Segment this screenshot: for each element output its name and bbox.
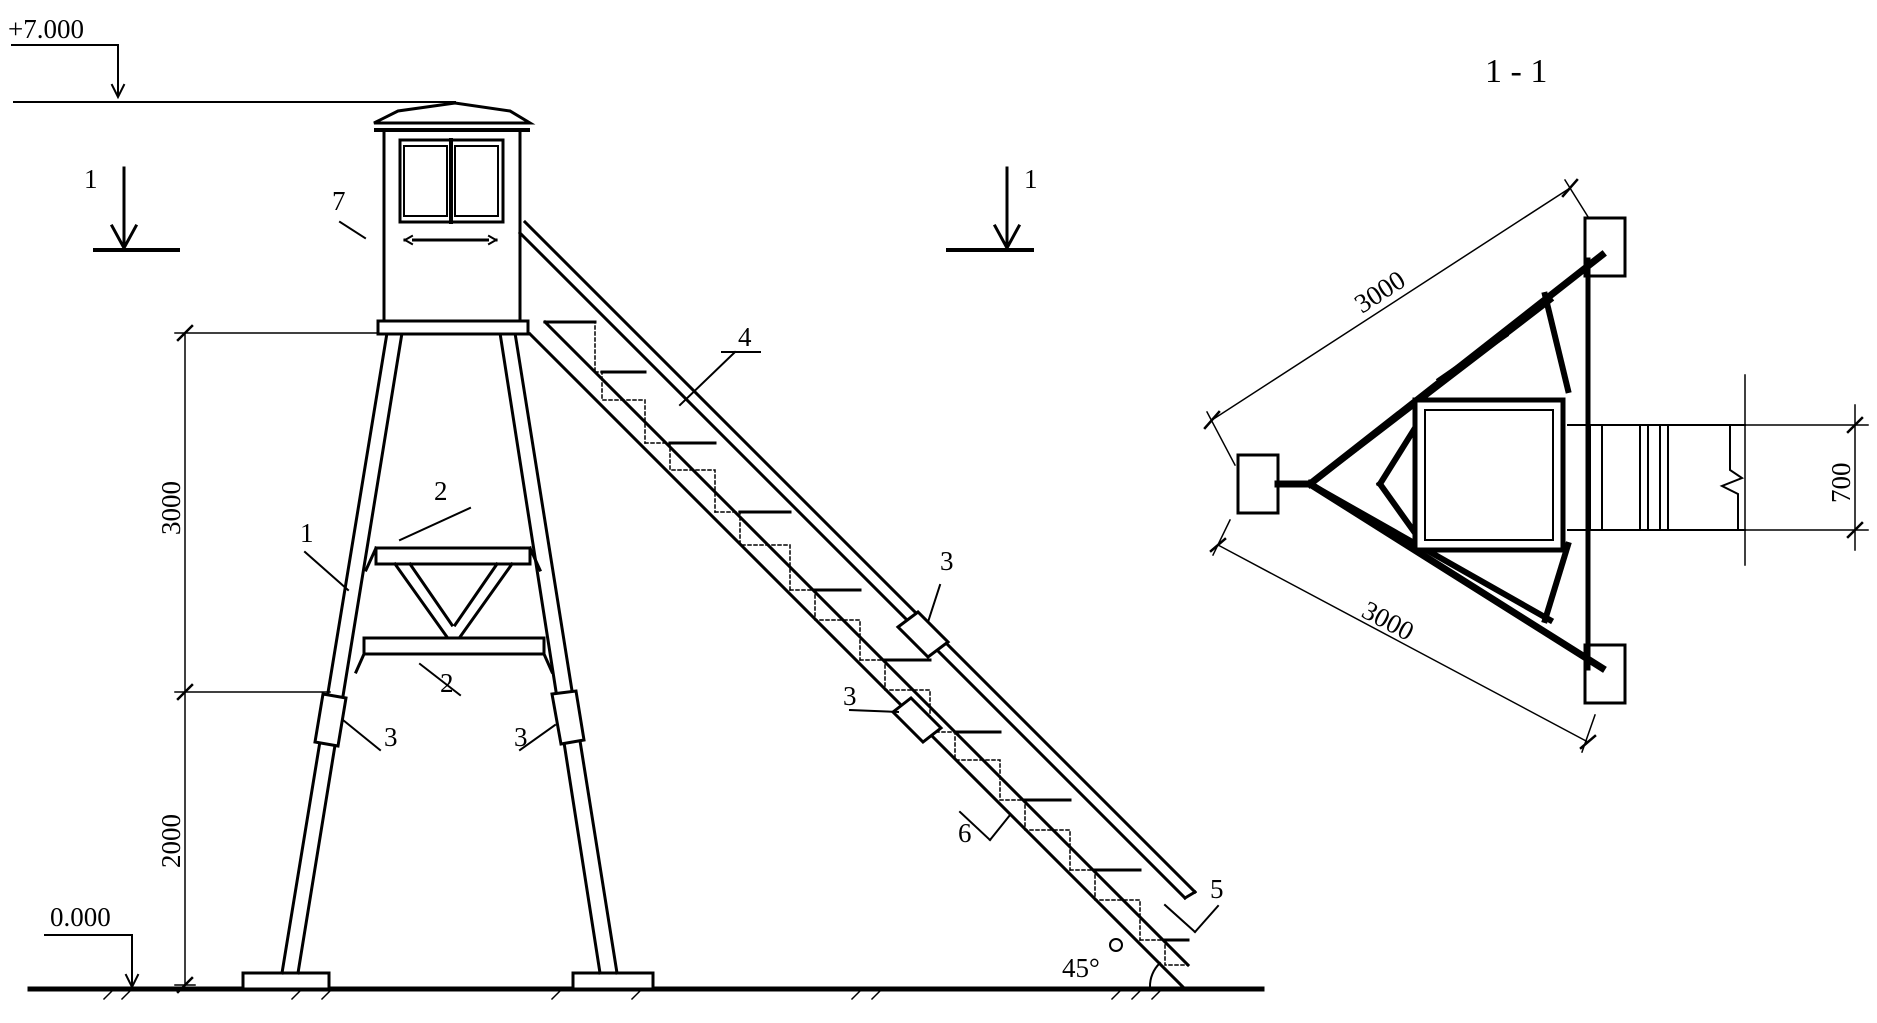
callout-3c: 3: [940, 546, 954, 576]
callout-3d: 3: [843, 681, 857, 711]
angle-label: 45°: [1062, 953, 1100, 983]
section-dim-top: [1203, 178, 1592, 467]
section-footing-bottom-right: [1583, 643, 1627, 705]
section-dim-bottom-label: 3000: [1357, 595, 1419, 647]
section-dim-stair-width-label: 700: [1826, 463, 1856, 504]
brace-beam-lower: [354, 636, 554, 674]
callout-3a: 3: [384, 722, 398, 752]
section-footing-top-right: [1583, 216, 1627, 278]
section-cabin-inner: [1424, 409, 1554, 541]
leg-splice-right: [550, 689, 586, 746]
stair-clamp-lower: [890, 696, 944, 744]
callout-5: 5: [1210, 874, 1224, 904]
dim-upper-label: 3000: [156, 481, 186, 535]
callout-6: 6: [958, 818, 972, 848]
section-view: [1203, 178, 1869, 753]
callout-2b: 2: [440, 668, 454, 698]
section-arrow-right: [946, 166, 1034, 252]
section-arrow-left: [93, 166, 180, 252]
section-mark-right-label: 1: [1024, 164, 1038, 194]
leg-right: [498, 331, 619, 975]
angle-degree-marker: [1109, 938, 1123, 952]
dimension-vertical: [174, 324, 379, 994]
footing-right: [571, 971, 655, 991]
section-stair: [1567, 424, 1746, 531]
level-top-label: +7.000: [8, 14, 84, 44]
level-mark-ground: [44, 934, 140, 990]
section-dim-stair-width: [1744, 374, 1869, 566]
dim-lower-label: 2000: [156, 814, 186, 868]
elevation-labels: +7.000 0.000 1 1 3000 2000 45° 1 2 2 3 3…: [8, 14, 1224, 983]
elevation-view: [11, 44, 1265, 1001]
section-mark-left-label: 1: [84, 164, 98, 194]
section-footing-left: [1236, 453, 1280, 515]
brace-beam-upper: [364, 546, 542, 572]
callout-7: 7: [332, 186, 346, 216]
ground-hatch: [102, 989, 1162, 1001]
stair-stringer: [527, 319, 1191, 990]
stair-clamp-upper: [895, 610, 951, 659]
level-ground-label: 0.000: [50, 902, 111, 932]
callout-2a: 2: [434, 476, 448, 506]
callout-3b: 3: [514, 722, 528, 752]
section-dim-bottom: [1209, 518, 1597, 753]
angle-arc: [1148, 961, 1162, 989]
callout-1: 1: [300, 518, 314, 548]
callout-leaders: [303, 220, 1220, 934]
stair-steps: [543, 320, 1190, 966]
platform-base: [376, 319, 530, 336]
brace-truss: [392, 561, 515, 640]
guard-cabin: [373, 101, 536, 323]
callout-4: 4: [738, 322, 752, 352]
footing-left: [241, 971, 331, 991]
section-title: 1 - 1: [1485, 53, 1547, 90]
leg-splice-left: [313, 692, 348, 748]
leg-left: [280, 331, 404, 975]
stair-handrail: [517, 219, 1198, 901]
level-mark-top: [11, 44, 456, 103]
